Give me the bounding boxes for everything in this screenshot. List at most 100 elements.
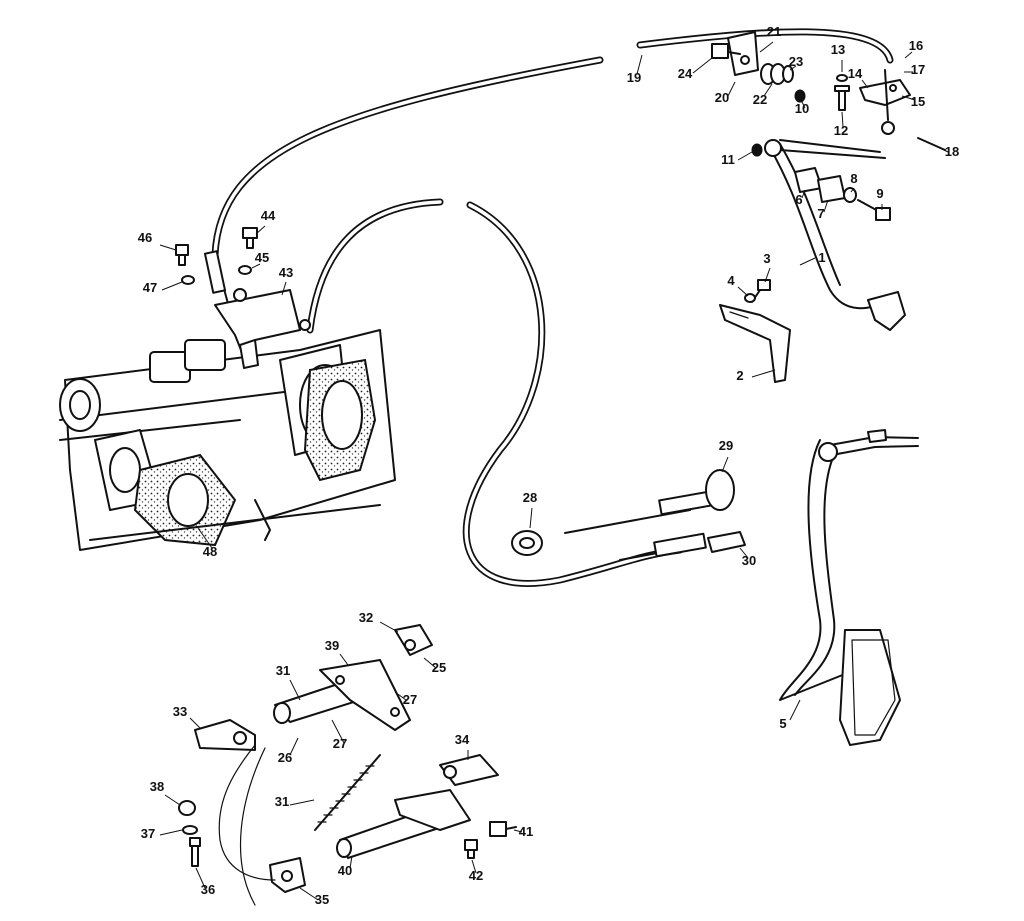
bolt-46: [175, 244, 189, 266]
part-label-18: 18: [945, 144, 959, 159]
part-label-6: 6: [795, 192, 802, 207]
part-label-2: 2: [736, 368, 743, 383]
part-label-42: 42: [469, 868, 483, 883]
part-label-48: 48: [203, 544, 217, 559]
part-label-3: 3: [763, 251, 770, 266]
leader-line-39: [339, 653, 349, 666]
leader-line-15: [901, 95, 916, 101]
part-label-45: 45: [255, 250, 269, 265]
leader-line-43: [281, 281, 287, 296]
leader-line-28: [529, 507, 533, 529]
bolt-41: [489, 821, 517, 837]
part-label-19: 19: [627, 70, 641, 85]
cable-bracket: [214, 288, 311, 369]
part-label-23: 23: [789, 54, 803, 69]
washer-47: [181, 275, 195, 285]
part-label-11: 11: [721, 152, 735, 167]
part-label-8: 8: [850, 171, 857, 186]
linkage-rod-2: [239, 747, 266, 906]
leader-line-40: [349, 855, 353, 869]
leader-line-37: [159, 829, 183, 836]
pedal-bracket: [719, 304, 791, 383]
leader-line-3: [764, 267, 771, 283]
part-label-37: 37: [141, 826, 155, 841]
bolt-12: [834, 74, 850, 111]
part-label-14: 14: [848, 66, 863, 81]
washer-37: [182, 825, 198, 835]
part-label-24: 24: [678, 66, 693, 81]
leader-line-38: [164, 794, 181, 806]
part-label-29: 29: [719, 438, 733, 453]
part-label-20: 20: [715, 90, 729, 105]
spring-31: [314, 754, 381, 831]
nut-10: [794, 89, 806, 103]
leader-line-27b: [331, 719, 345, 744]
part-label-17: 17: [911, 62, 925, 77]
leader-line-31: [289, 679, 301, 701]
part-label-30: 30: [742, 553, 756, 568]
accelerator-pedal: [751, 139, 906, 331]
part-labels: 1234567891011121314151617181920212223242…: [138, 24, 959, 907]
part-label-39: 39: [325, 638, 339, 653]
accelerator-pedal-alt: [779, 429, 919, 746]
leader-line-27: [394, 691, 407, 701]
leader-line-26: [289, 737, 299, 756]
part-label-46: 46: [138, 230, 152, 245]
leader-line-2: [751, 369, 776, 378]
leader-line-36: [195, 867, 206, 889]
part-label-41: 41: [519, 824, 533, 839]
leader-line-10: [800, 99, 806, 109]
leader-line-48: [197, 527, 213, 549]
leader-line-47: [161, 281, 183, 291]
part-label-15: 15: [911, 94, 925, 109]
lever-34: [439, 754, 499, 786]
part-label-27b: 27: [333, 736, 347, 751]
part-label-38: 38: [150, 779, 164, 794]
leader-line-20: [727, 81, 736, 97]
washer-45: [238, 265, 252, 275]
leader-line-8: [850, 187, 855, 193]
part-label-25: 25: [432, 660, 446, 675]
leader-line-21: [759, 41, 774, 53]
leader-line-46: [159, 244, 177, 251]
leader-line-44: [255, 225, 266, 235]
bolt-44: [242, 227, 258, 249]
part-label-22: 22: [753, 92, 767, 107]
leader-line-18: [939, 147, 949, 153]
part-label-21: 21: [767, 24, 781, 39]
part-label-27: 27: [403, 692, 417, 707]
spacer-7: [817, 175, 846, 203]
part-label-4: 4: [727, 273, 735, 288]
leader-line-29: [721, 456, 729, 473]
choke-control-30: [619, 531, 746, 561]
part-label-16: 16: [909, 38, 923, 53]
leader-line-25: [423, 657, 437, 669]
bolt-36: [189, 837, 201, 867]
washer-8: [843, 187, 857, 203]
part-label-12: 12: [834, 123, 848, 138]
throttle-cable: [203, 28, 894, 331]
lever-33: [194, 719, 256, 751]
part-label-1: 1: [818, 250, 825, 265]
part-label-9: 9: [876, 186, 883, 201]
lever-32: [394, 624, 433, 656]
part-label-10: 10: [795, 101, 809, 116]
part-label-13: 13: [831, 42, 845, 57]
leader-line-6: [801, 189, 806, 199]
leader-line-14: [861, 79, 869, 89]
bolt-42: [464, 839, 478, 859]
leader-line-35: [299, 887, 319, 901]
part-label-5: 5: [779, 716, 786, 731]
leader-line-19: [636, 54, 643, 75]
part-label-7: 7: [817, 206, 824, 221]
choke-cable: [306, 198, 684, 587]
leader-line-33: [189, 717, 201, 729]
linkage-shaft-lower: [336, 789, 471, 859]
part-label-47: 47: [143, 280, 157, 295]
part-label-35: 35: [315, 892, 329, 907]
lever-35: [269, 857, 306, 893]
part-label-26: 26: [278, 750, 292, 765]
part-label-36: 36: [201, 882, 215, 897]
leader-line-5: [789, 699, 801, 721]
